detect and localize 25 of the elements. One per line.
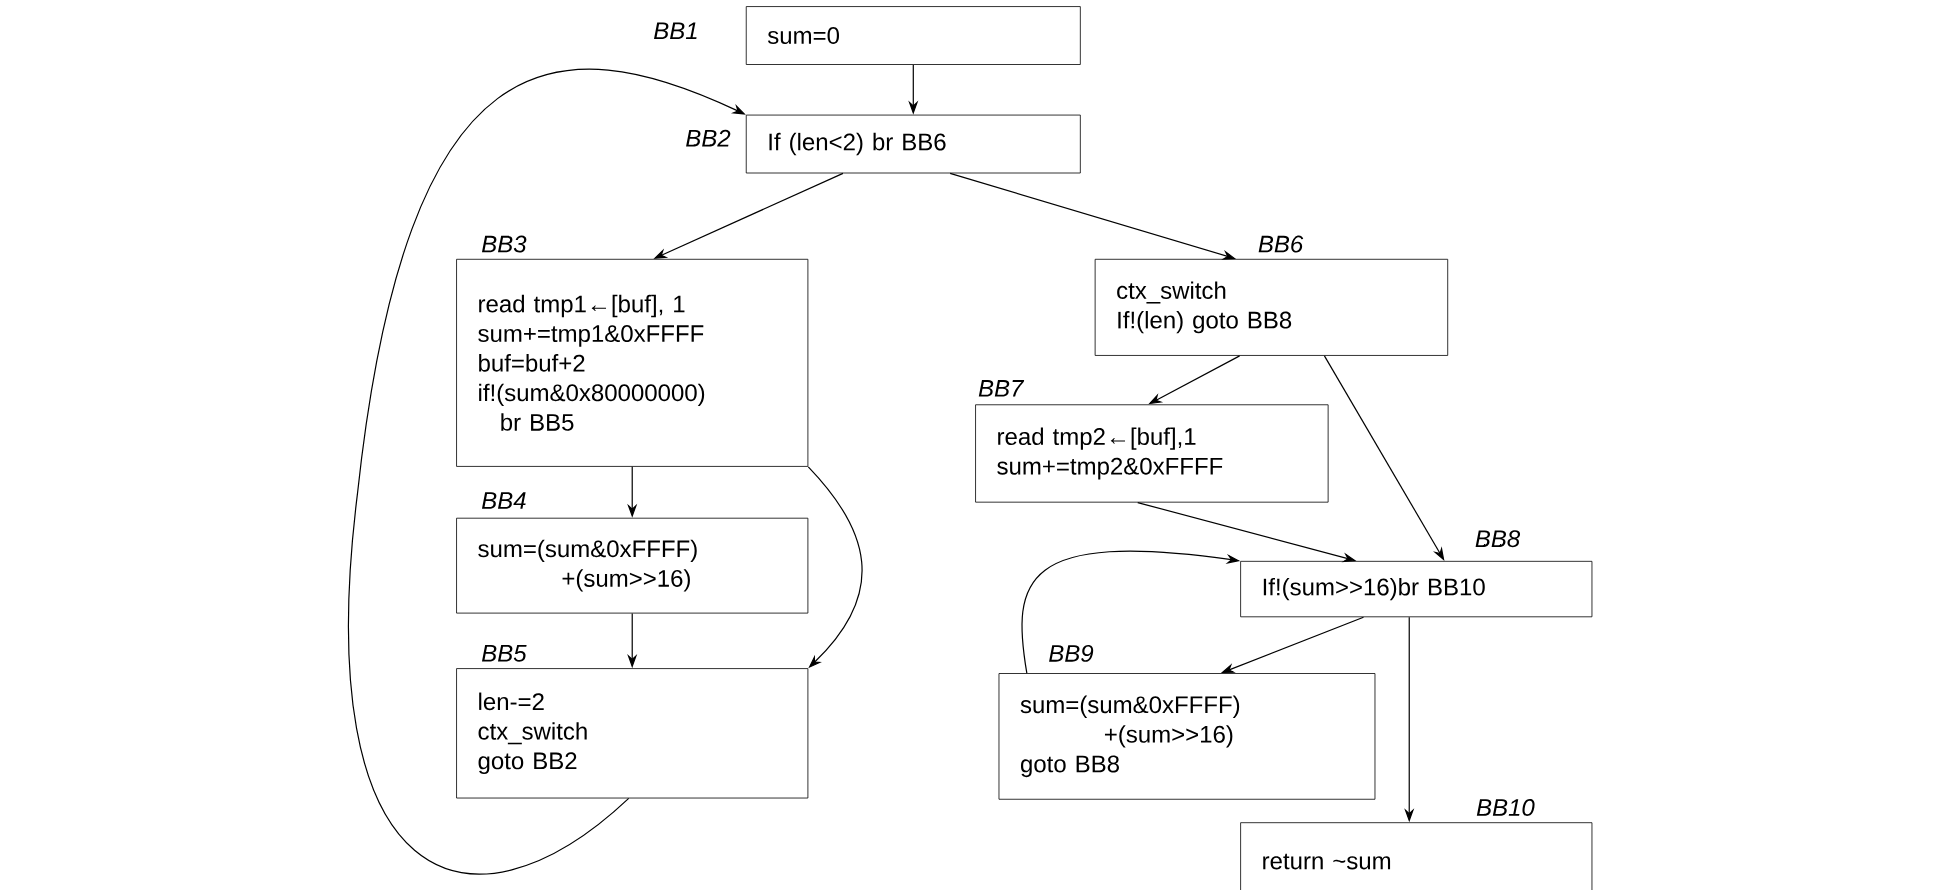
block-label: BB2 [686,129,731,147]
basic-block-box: sum=(sum&0xFFFF) +(sum>>16) goto BB8 [998,673,1376,800]
block-label: BB8 [1475,530,1521,548]
block-label: BB9 [1049,644,1094,662]
node-label: br BB5 [501,413,574,431]
basic-block-box: len-=2 ctx_switch goto BB2 [456,668,809,799]
node-label: read tmp1←[buf], 1 [479,294,685,318]
block-label: BB3 [481,235,527,253]
block-label: BB6 [1258,235,1304,253]
basic-block-box: sum=(sum&0xFFFF) +(sum>>16) [456,517,809,614]
basic-block-box: If (len<2) br BB6 [745,114,1081,174]
block-label: BB10 [1476,799,1535,816]
basic-block-box: sum=0 [745,6,1081,65]
basic-block-box: read tmp1←[buf], 1 sum+=tmp1&0xFFFF buf=buf+2 if!(sum&0x80000000) br BB5 [456,258,809,467]
basic-block-box: If!(sum>>16)br BB10 [1240,560,1593,618]
node-label: buf=buf+2 [479,354,585,372]
block-label: BB5 [481,645,527,662]
block-label: BB7 [978,380,1025,397]
block-label: BB1 [654,22,697,40]
node-label: if!(sum&0x80000000) [479,383,705,406]
node-label: sum+=tmp1&0xFFFF [478,325,704,347]
block-label: BB4 [481,492,526,509]
basic-block-box: read tmp2←[buf],1 sum+=tmp2&0xFFFF [975,404,1329,503]
basic-block-box: ctx_switch If!(len) goto BB8 [1094,258,1449,356]
basic-block-box: return ~sum [1240,822,1593,890]
